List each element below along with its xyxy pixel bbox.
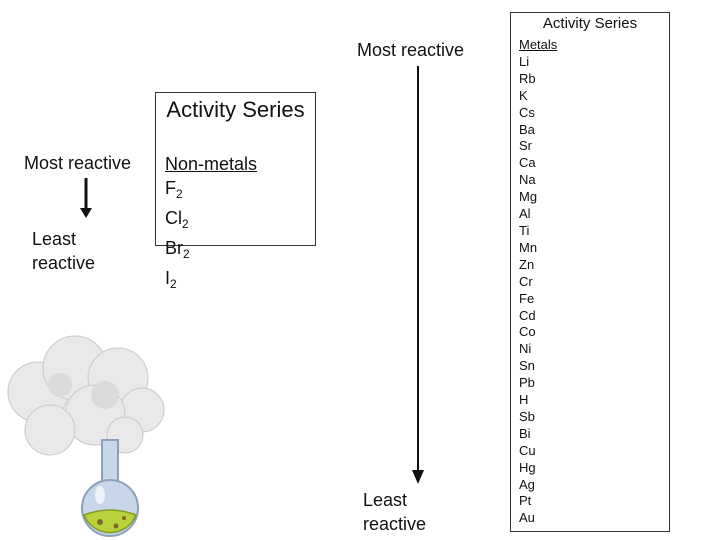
- metal-item: Al: [519, 206, 531, 222]
- down-arrow-icon: [80, 178, 92, 218]
- metal-item: Pb: [519, 375, 535, 391]
- metal-item: Mg: [519, 189, 538, 205]
- nonmetal-item: I2: [165, 268, 177, 291]
- metal-item: Au: [519, 510, 535, 526]
- metal-item: Cd: [519, 307, 536, 323]
- nonmetals-title: Activity Series: [166, 97, 305, 122]
- metal-item: Bi: [519, 425, 531, 441]
- nonmetal-item: Br2: [165, 238, 190, 261]
- long-down-arrow-icon: [412, 66, 424, 484]
- nonmetal-item: F2: [165, 178, 183, 201]
- metal-item: Cr: [519, 273, 533, 289]
- metal-item: Hg: [519, 459, 536, 475]
- metal-item: Ca: [519, 155, 536, 171]
- metal-item: Sn: [519, 358, 535, 374]
- metal-item: K: [519, 87, 528, 103]
- left-least-reactive-label: Least reactive: [32, 229, 96, 273]
- metal-item: Ag: [519, 476, 535, 492]
- metal-item: Co: [519, 324, 536, 340]
- metal-item: Ti: [519, 222, 530, 238]
- nonmetals-box: [155, 92, 316, 246]
- metal-item: Cs: [519, 104, 535, 120]
- metals-title: Activity Series: [542, 15, 638, 32]
- metals-list: Metals Li Rb K Cs Ba Sr Ca Na Mg Al Ti M…: [519, 37, 557, 527]
- metals-box: [510, 12, 670, 532]
- nonmetal-item: Cl2: [165, 208, 189, 231]
- metal-item: Rb: [519, 70, 536, 86]
- metal-item: Zn: [519, 256, 535, 272]
- left-most-reactive-label: Most reactive: [24, 153, 132, 173]
- flask-icon: [7, 335, 165, 537]
- metals-header: Metals: [519, 37, 558, 52]
- metal-item: Pt: [519, 493, 532, 509]
- metal-item: Ba: [519, 121, 535, 137]
- metal-item: Fe: [519, 290, 535, 306]
- metal-item: Li: [519, 53, 530, 69]
- metal-item: Mn: [519, 239, 538, 255]
- nonmetals-header: Non-metals: [165, 154, 258, 174]
- center-most-reactive-label: Most reactive: [357, 40, 465, 60]
- metal-item: Ni: [519, 341, 532, 357]
- nonmetals-list: Non-metals F2 Cl2 Br2 I2: [165, 152, 257, 296]
- metal-item: Sr: [519, 138, 532, 154]
- metal-item: Sb: [519, 408, 535, 424]
- metal-item: Cu: [519, 442, 536, 458]
- center-least-reactive-label: Least reactive: [363, 490, 427, 534]
- metal-item: H: [519, 392, 529, 408]
- metal-item: Na: [519, 172, 536, 188]
